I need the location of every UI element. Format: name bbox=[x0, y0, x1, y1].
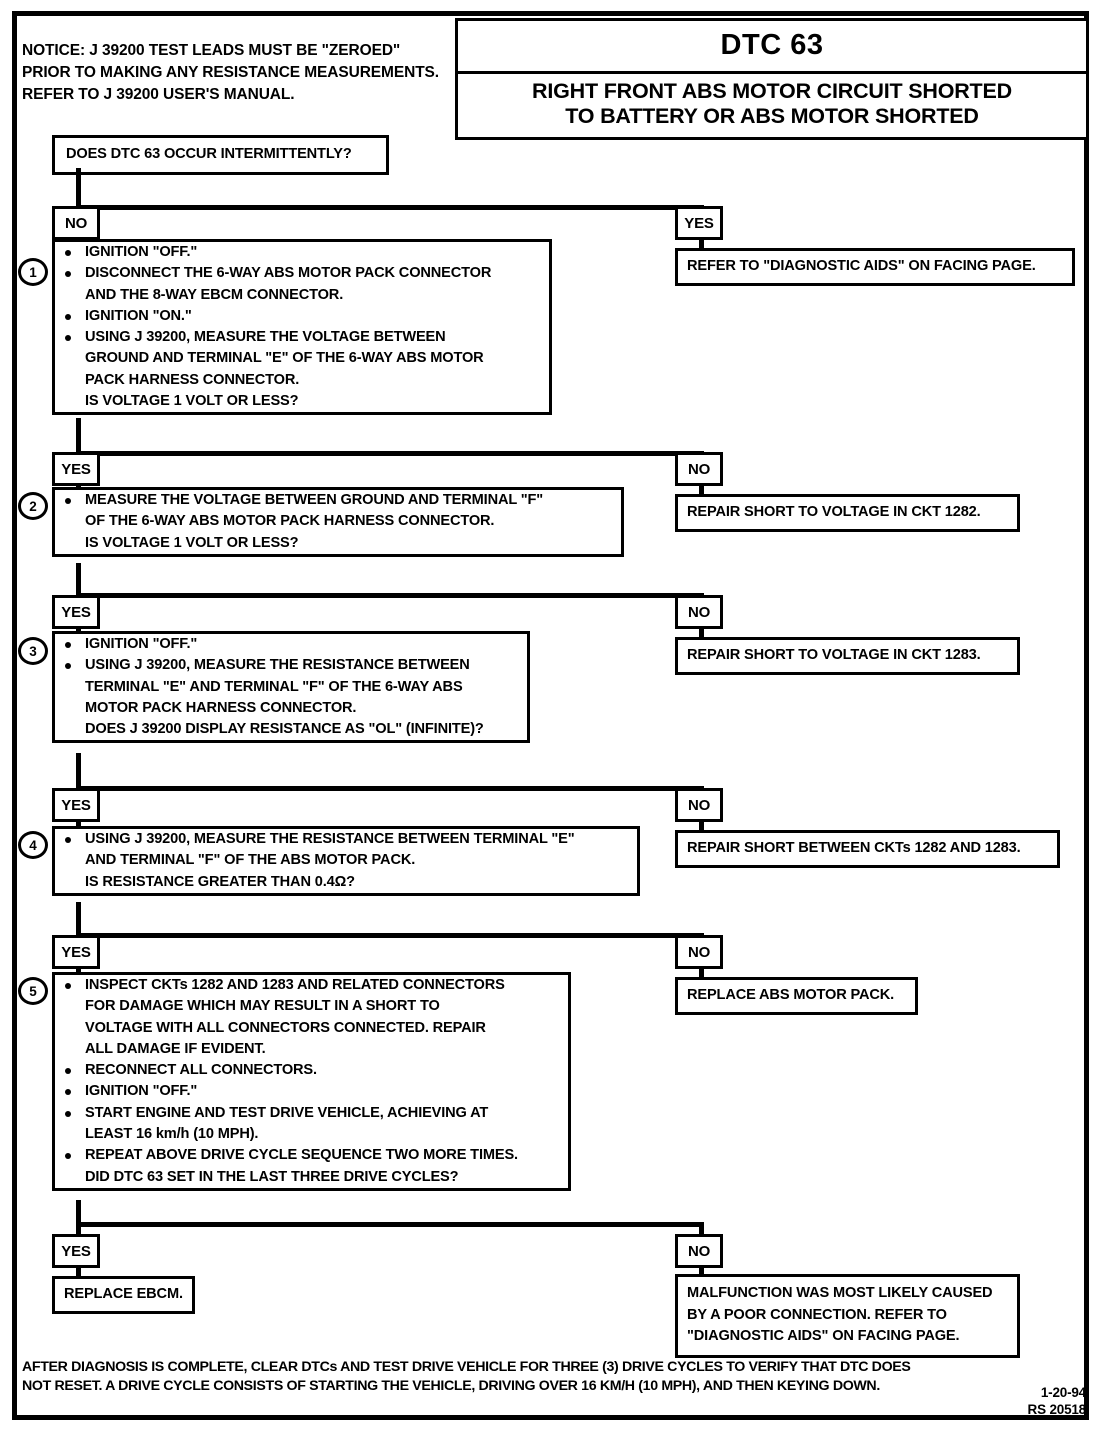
step-4-item-1: USING J 39200, MEASURE THE RESISTANCE BE… bbox=[55, 829, 637, 893]
tag-yes-step2: YES bbox=[52, 595, 100, 629]
title-box: DTC 63 RIGHT FRONT ABS MOTOR CIRCUIT SHO… bbox=[455, 18, 1089, 140]
tag-yes-step3: YES bbox=[52, 788, 100, 822]
step-1-item-1: IGNITION "OFF." bbox=[55, 242, 549, 263]
connector-no-step1-down bbox=[699, 484, 704, 496]
connector-yes-step5-down bbox=[76, 1266, 81, 1281]
connector-step4-split bbox=[76, 933, 704, 938]
outcome-step5-yes-box: REPLACE EBCM. bbox=[52, 1276, 195, 1314]
start-question-box: DOES DTC 63 OCCUR INTERMITTENTLY? bbox=[52, 135, 389, 175]
connector-step4-down bbox=[76, 902, 81, 938]
page-border bbox=[12, 11, 1089, 1420]
connector-step2-split bbox=[76, 593, 704, 598]
connector-step5-down bbox=[76, 1200, 81, 1238]
outcome-step4-no-box: REPLACE ABS MOTOR PACK. bbox=[675, 977, 918, 1015]
step-2-item-1: MEASURE THE VOLTAGE BETWEEN GROUND AND T… bbox=[55, 490, 621, 554]
outcome-step5-yes-text: REPLACE EBCM. bbox=[64, 1286, 183, 1302]
tag-yes-start: YES bbox=[675, 206, 723, 240]
footer-note: AFTER DIAGNOSIS IS COMPLETE, CLEAR DTCs … bbox=[22, 1359, 911, 1394]
tag-no-step5: NO bbox=[675, 1234, 723, 1268]
step-1-item-2: DISCONNECT THE 6-WAY ABS MOTOR PACK CONN… bbox=[55, 263, 549, 306]
connector-no-step5-down bbox=[699, 1266, 704, 1278]
step-5-item-3: IGNITION "OFF." bbox=[55, 1081, 568, 1102]
connector-step1-down bbox=[76, 418, 81, 456]
step-number-3: 3 bbox=[18, 637, 48, 665]
step-number-1: 1 bbox=[18, 258, 48, 286]
connector-no-step3-down bbox=[699, 820, 704, 832]
outcome-step3-no-box: REPAIR SHORT BETWEEN CKTs 1282 AND 1283. bbox=[675, 830, 1060, 868]
step-5-box: INSPECT CKTs 1282 AND 1283 AND RELATED C… bbox=[52, 972, 571, 1191]
connector-start-down bbox=[76, 168, 81, 210]
tag-yes-step1: YES bbox=[52, 452, 100, 486]
step-2-box: MEASURE THE VOLTAGE BETWEEN GROUND AND T… bbox=[52, 487, 624, 557]
step-1-list: IGNITION "OFF." DISCONNECT THE 6-WAY ABS… bbox=[55, 242, 549, 412]
outcome-step5-no-box: MALFUNCTION WAS MOST LIKELY CAUSED BY A … bbox=[675, 1274, 1020, 1358]
tag-no-step2: NO bbox=[675, 595, 723, 629]
step-3-item-2: USING J 39200, MEASURE THE RESISTANCE BE… bbox=[55, 655, 527, 740]
step-3-box: IGNITION "OFF." USING J 39200, MEASURE T… bbox=[52, 631, 530, 744]
tag-no-step3: NO bbox=[675, 788, 723, 822]
step-5-item-1: INSPECT CKTs 1282 AND 1283 AND RELATED C… bbox=[55, 975, 568, 1060]
tag-yes-step4: YES bbox=[52, 935, 100, 969]
step-2-list: MEASURE THE VOLTAGE BETWEEN GROUND AND T… bbox=[55, 490, 621, 554]
connector-step5-right-down bbox=[699, 1222, 704, 1241]
connector-no-step4-down bbox=[699, 967, 704, 979]
connector-start-split bbox=[76, 205, 704, 210]
step-4-box: USING J 39200, MEASURE THE RESISTANCE BE… bbox=[52, 826, 640, 896]
tag-no-start: NO bbox=[52, 206, 100, 240]
tag-no-step4: NO bbox=[675, 935, 723, 969]
connector-step3-down bbox=[76, 753, 81, 791]
outcome-step5-no-text: MALFUNCTION WAS MOST LIKELY CAUSED BY A … bbox=[687, 1285, 993, 1345]
connector-step1-split bbox=[76, 451, 704, 456]
document-id: RS 20518 bbox=[1027, 1402, 1087, 1417]
step-number-4: 4 bbox=[18, 831, 48, 859]
start-question-text: DOES DTC 63 OCCUR INTERMITTENTLY? bbox=[66, 146, 352, 162]
connector-yes-start-down bbox=[699, 238, 704, 252]
connector-step2-down bbox=[76, 563, 81, 598]
tag-no-step1: NO bbox=[675, 452, 723, 486]
step-4-list: USING J 39200, MEASURE THE RESISTANCE BE… bbox=[55, 829, 637, 893]
tag-yes-step5: YES bbox=[52, 1234, 100, 1268]
step-1-item-4: USING J 39200, MEASURE THE VOLTAGE BETWE… bbox=[55, 327, 549, 412]
outcome-step1-no-box: REPAIR SHORT TO VOLTAGE IN CKT 1282. bbox=[675, 494, 1020, 532]
connector-no-step2-down bbox=[699, 627, 704, 639]
step-3-list: IGNITION "OFF." USING J 39200, MEASURE T… bbox=[55, 634, 527, 740]
connector-step3-split bbox=[76, 786, 704, 791]
outcome-step3-no-text: REPAIR SHORT BETWEEN CKTs 1282 AND 1283. bbox=[687, 840, 1021, 856]
step-5-item-4: START ENGINE AND TEST DRIVE VEHICLE, ACH… bbox=[55, 1103, 568, 1146]
document-date: 1-20-94 bbox=[1040, 1385, 1086, 1400]
step-number-5: 5 bbox=[18, 977, 48, 1005]
step-5-item-2: RECONNECT ALL CONNECTORS. bbox=[55, 1060, 568, 1081]
step-1-item-3: IGNITION "ON." bbox=[55, 306, 549, 327]
step-1-box: IGNITION "OFF." DISCONNECT THE 6-WAY ABS… bbox=[52, 239, 552, 416]
dtc-description: RIGHT FRONT ABS MOTOR CIRCUIT SHORTED TO… bbox=[532, 79, 1012, 129]
step-number-2: 2 bbox=[18, 492, 48, 520]
outcome-intermittent-yes-box: REFER TO "DIAGNOSTIC AIDS" ON FACING PAG… bbox=[675, 248, 1075, 286]
connector-step5-split bbox=[76, 1222, 704, 1227]
outcome-step2-no-box: REPAIR SHORT TO VOLTAGE IN CKT 1283. bbox=[675, 637, 1020, 675]
step-5-list: INSPECT CKTs 1282 AND 1283 AND RELATED C… bbox=[55, 975, 568, 1188]
outcome-step1-no-text: REPAIR SHORT TO VOLTAGE IN CKT 1282. bbox=[687, 504, 981, 520]
outcome-step2-no-text: REPAIR SHORT TO VOLTAGE IN CKT 1283. bbox=[687, 647, 981, 663]
outcome-intermittent-yes-text: REFER TO "DIAGNOSTIC AIDS" ON FACING PAG… bbox=[687, 258, 1036, 274]
step-5-item-5: REPEAT ABOVE DRIVE CYCLE SEQUENCE TWO MO… bbox=[55, 1145, 568, 1188]
notice-text: NOTICE: J 39200 TEST LEADS MUST BE "ZERO… bbox=[22, 42, 440, 103]
dtc-code: DTC 63 bbox=[458, 21, 1086, 74]
step-3-item-1: IGNITION "OFF." bbox=[55, 634, 527, 655]
outcome-step4-no-text: REPLACE ABS MOTOR PACK. bbox=[687, 987, 895, 1003]
